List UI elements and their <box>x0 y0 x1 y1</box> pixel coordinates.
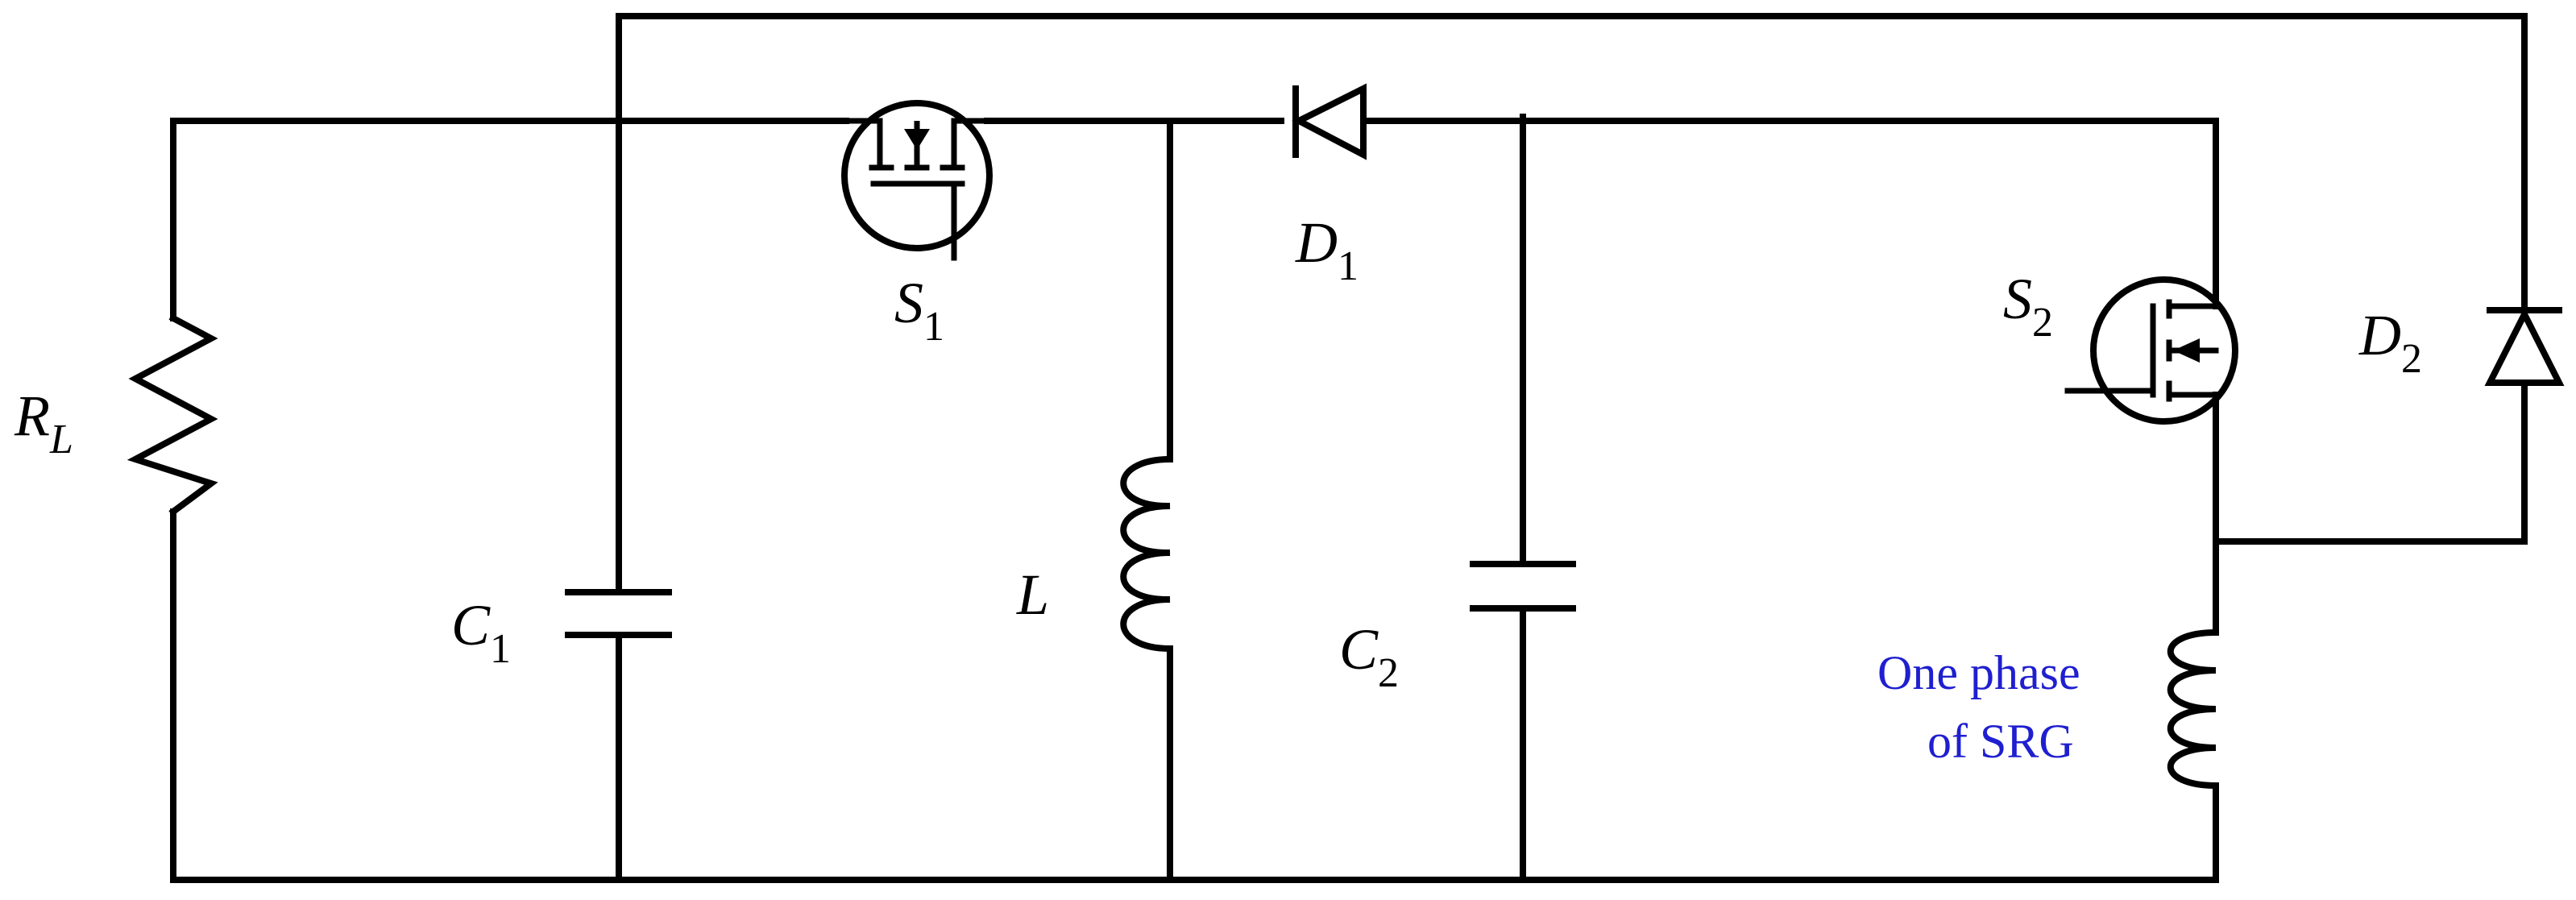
label-s2-main: S <box>2003 267 2032 331</box>
resistor-rl <box>127 313 218 516</box>
label-srg-line1: One phase <box>1877 646 2080 699</box>
label-s1-main: S <box>894 271 923 335</box>
inductor-srg-phase <box>2167 628 2220 790</box>
label-rl-main: R <box>14 384 50 448</box>
wires <box>170 13 2528 883</box>
capacitor-c1 <box>565 589 672 638</box>
label-s1-sub: 1 <box>923 304 944 350</box>
label-c2-main: C <box>1339 617 1379 682</box>
label-d1: D1 <box>1295 210 1359 289</box>
mosfet-s2 <box>2064 276 2238 425</box>
capacitor-c2 <box>1470 561 1576 612</box>
label-c2: C2 <box>1339 617 1399 696</box>
label-srg-line2: of SRG <box>1927 715 2074 768</box>
label-d2-main: D <box>2358 303 2401 367</box>
label-d2-sub: 2 <box>2401 336 2422 382</box>
label-s2-sub: 2 <box>2032 300 2053 346</box>
label-d1-sub: 1 <box>1338 243 1359 289</box>
label-c1: C1 <box>451 593 511 672</box>
label-c1-main: C <box>451 593 491 657</box>
s2-arrow <box>2173 338 2200 363</box>
label-c2-sub: 2 <box>1378 650 1399 696</box>
label-d1-main: D <box>1295 210 1338 275</box>
s1-arrow <box>904 129 930 150</box>
label-rl-sub: L <box>49 417 73 462</box>
label-s1: S1 <box>894 271 944 350</box>
label-l: L <box>1016 562 1049 627</box>
diode-d1 <box>1292 83 1367 160</box>
mosfet-s1 <box>841 100 993 261</box>
label-rl: RL <box>14 384 73 462</box>
inductor-l <box>1120 455 1174 653</box>
label-d2: D2 <box>2358 303 2422 382</box>
label-l-main: L <box>1016 562 1049 627</box>
diode-d2 <box>2484 307 2565 386</box>
label-s2: S2 <box>2003 267 2053 346</box>
label-c1-sub: 1 <box>490 626 511 672</box>
